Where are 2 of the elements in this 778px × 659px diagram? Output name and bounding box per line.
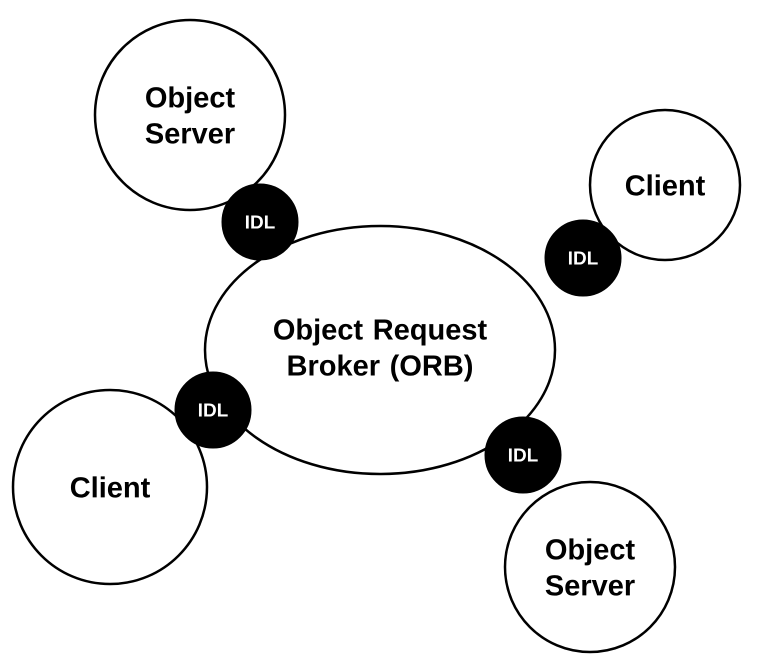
circle-node: Object Server: [94, 18, 286, 212]
circle-node: Object Server: [504, 480, 676, 654]
